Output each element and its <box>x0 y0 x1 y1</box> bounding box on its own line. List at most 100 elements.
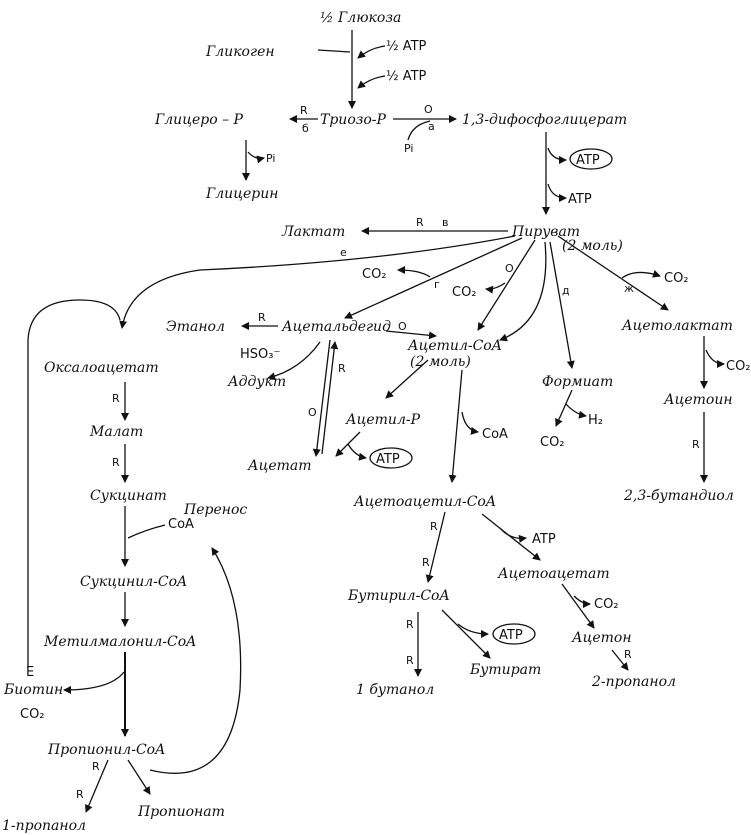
e-letter: E <box>26 665 34 680</box>
marker-o: O <box>424 103 433 116</box>
co2-c: CO₂ <box>664 271 689 286</box>
atp-text-2: ATP <box>568 192 592 207</box>
atp-consume-1 <box>357 45 386 59</box>
node-propionate: Пропионат <box>137 804 225 820</box>
arrow-formate <box>549 241 575 369</box>
arrow-acetone <box>561 583 595 629</box>
arrow-acetoacetylcoa <box>448 369 463 483</box>
acetyl-coa-mol: (2 моль) <box>410 354 471 370</box>
node-coa: CoA <box>482 427 508 442</box>
marker-r: R <box>258 311 266 324</box>
arrow-glycogen <box>317 49 351 53</box>
arrow-propanol2 <box>611 649 629 671</box>
node-formate: Формиат <box>542 374 613 390</box>
arrow-propionate <box>127 759 151 795</box>
marker-r: R <box>112 456 120 469</box>
arrow-acetolactate <box>557 235 669 311</box>
transfer-coa-label-2: CoA <box>168 517 194 532</box>
marker-g: г <box>434 278 440 291</box>
node-biotin: Биотин <box>3 682 63 698</box>
marker-r: R <box>406 654 414 667</box>
pi-b: Pi <box>266 152 275 165</box>
co2-a: CO₂ <box>362 267 387 282</box>
marker-r: R <box>406 618 414 631</box>
co2-release-a <box>397 266 431 278</box>
arrow-adduct <box>267 341 321 381</box>
node-co2-biotin: CO₂ <box>20 707 45 722</box>
node-glycerin: Глицерин <box>205 186 278 202</box>
atp-consume-2 <box>357 75 386 89</box>
atp-produce-2 <box>547 183 567 202</box>
marker-r: R <box>92 760 100 773</box>
arrow-ald-acetate <box>312 339 331 457</box>
biotin-loop <box>27 299 121 668</box>
atp-circle-text-1: ATP <box>576 153 600 168</box>
node-glycero-p: Глицеро – Р <box>154 112 244 128</box>
marker-a: а <box>428 120 435 133</box>
atp-circle-3 <box>492 623 536 645</box>
atp-circle-2 <box>369 447 413 469</box>
marker-zh: ж <box>624 282 634 295</box>
marker-r: R <box>430 520 438 533</box>
pyruvate-mol: (2 моль) <box>562 238 623 254</box>
marker-r: R <box>692 438 700 451</box>
arrow-butyrylcoa <box>425 511 446 583</box>
node-propionyl-coa: Пропионил-CoA <box>47 742 165 758</box>
arrow-ald-acetylcoa <box>385 330 437 340</box>
node-triose-p: Триозо-Р <box>320 112 387 128</box>
node-co2-acetolactate: CO₂ <box>726 359 751 374</box>
node-h2: H₂ <box>588 413 603 428</box>
arrow-formate-co2 <box>555 389 573 427</box>
node-acetoacetate: Ацетоацетат <box>497 566 610 582</box>
atp-acetoacetate <box>499 527 527 543</box>
node-co2-acetoacetate: CO₂ <box>594 597 619 612</box>
arrow-acetaldehyde <box>344 237 523 319</box>
marker-r: R <box>112 392 120 405</box>
arrow-acetate-ald <box>321 341 339 455</box>
marker-o: O <box>308 406 317 419</box>
node-acetoacetyl-coa: Ацетоацетил-CoA <box>353 494 496 510</box>
arrow-acetylcoa <box>477 239 536 331</box>
node-acetaldehyde: Ацетальдегид <box>281 319 391 335</box>
node-glycogen: Гликоген <box>205 44 275 60</box>
marker-v: в <box>442 216 448 229</box>
co2-acetoin <box>705 349 725 368</box>
marker-r: R <box>416 216 424 229</box>
node-lactate: Лактат <box>281 224 345 240</box>
arrow-oxaloacetate <box>119 235 516 329</box>
co2-release-b <box>485 282 506 294</box>
node-labels: ½ Глюкоза Гликоген ½ ATP ½ ATP Глицеро –… <box>2 10 751 834</box>
node-oxaloacetate: Оксалоацетат <box>44 360 159 376</box>
transfer-coa-label-1: Перенос <box>183 502 247 518</box>
marker-o: O <box>505 262 514 275</box>
atp-produce-1 <box>547 147 567 164</box>
node-ethanol: Этанол <box>166 319 225 335</box>
node-glucose: ½ Глюкоза <box>320 10 401 26</box>
node-methylmalonyl-coa: Метилмалонил-CoA <box>43 634 196 650</box>
node-succinate: Сукцинат <box>90 488 167 504</box>
marker-e: е <box>340 246 347 259</box>
marker-b: б <box>302 122 309 135</box>
atp-text-3: ATP <box>532 532 556 547</box>
node-malate: Малат <box>89 424 143 440</box>
marker-r: R <box>338 362 346 375</box>
atp-acetate <box>347 443 367 461</box>
h2-release <box>565 403 587 419</box>
marker-r: R <box>300 104 308 117</box>
node-diphosphoglycerate: 1,3-дифосфоглицерат <box>462 112 627 128</box>
marker-r: R <box>422 556 430 569</box>
arrow-pyr-acetylcoa-formate <box>499 241 547 342</box>
node-acetolactate: Ацетолактат <box>621 318 733 334</box>
atp-circle-text-2: ATP <box>376 452 400 467</box>
node-acetoin: Ацетоин <box>663 392 733 408</box>
node-acetate: Ацетат <box>247 458 312 474</box>
coa-transfer-loop <box>149 547 242 774</box>
node-acetyl-p: Ацетил-Р <box>345 412 421 428</box>
arrow-propanol1 <box>85 759 109 813</box>
transfer-coa-in <box>127 524 166 539</box>
atp-circle-text-3: ATP <box>499 628 523 643</box>
marker-r: R <box>76 788 84 801</box>
node-pyruvate: Пируват <box>511 224 580 240</box>
